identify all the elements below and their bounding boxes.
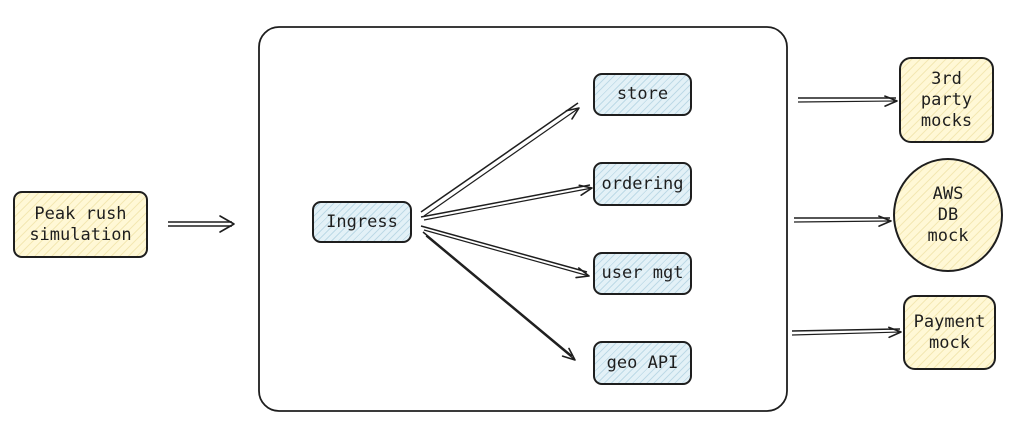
service-user-mgt-node: user mgt bbox=[593, 252, 692, 295]
third-party-mocks-label: 3rd party mocks bbox=[920, 68, 973, 131]
service-geo-api-label: geo API bbox=[606, 352, 679, 373]
service-store-node: store bbox=[593, 73, 692, 116]
payment-mock-label: Payment mock bbox=[913, 311, 986, 353]
peak-rush-simulation-label: Peak rush simulation bbox=[29, 203, 132, 245]
aws-db-mock-node: AWS DB mock bbox=[893, 158, 1003, 272]
peak-rush-simulation-node: Peak rush simulation bbox=[13, 191, 148, 258]
arrow-system-to-payment bbox=[791, 326, 902, 339]
ingress-node: Ingress bbox=[312, 201, 412, 243]
arrow-ingress-to-store bbox=[420, 102, 580, 217]
arrow-ingress-to-user-mgt bbox=[420, 225, 590, 279]
service-geo-api-node: geo API bbox=[593, 341, 692, 385]
service-ordering-node: ordering bbox=[593, 162, 692, 206]
system-boundary bbox=[258, 26, 788, 412]
payment-mock-node: Payment mock bbox=[903, 295, 996, 370]
service-user-mgt-label: user mgt bbox=[601, 263, 684, 283]
arrow-system-to-3rd-party bbox=[797, 95, 898, 107]
ingress-label: Ingress bbox=[326, 211, 398, 232]
arrow-ingress-to-geo-api bbox=[422, 231, 576, 361]
arrow-ingress-to-ordering bbox=[420, 184, 593, 221]
arrow-source-to-system bbox=[168, 215, 235, 233]
service-ordering-label: ordering bbox=[601, 173, 684, 194]
service-store-label: store bbox=[616, 84, 669, 104]
third-party-mocks-node: 3rd party mocks bbox=[899, 57, 994, 143]
aws-db-mock-label: AWS DB mock bbox=[927, 183, 969, 246]
arrow-system-to-aws-db bbox=[793, 215, 892, 227]
